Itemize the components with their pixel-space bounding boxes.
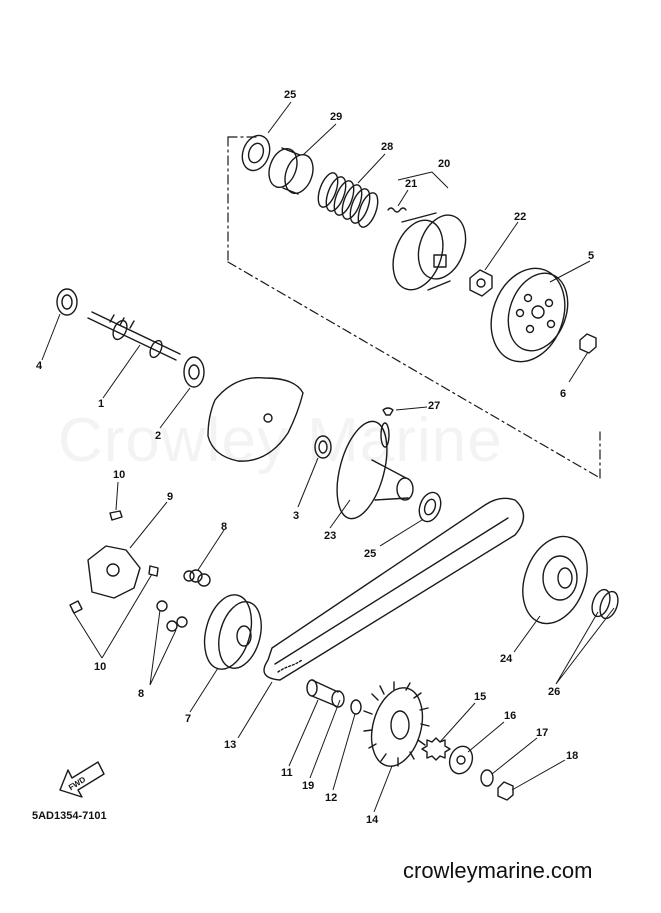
- callout-2: 2: [155, 430, 162, 442]
- part-9-cam: [87, 545, 141, 599]
- part-10-slider: [69, 600, 83, 614]
- callout-25: 25: [284, 89, 297, 101]
- part-25-oil-seal-lower: [418, 491, 442, 523]
- callout-8: 8: [138, 688, 145, 700]
- leader-lines: [41, 101, 615, 813]
- part-15-washer: [421, 737, 451, 761]
- part-8-weights: [156, 569, 211, 632]
- part-1-drive-shaft: [87, 311, 181, 361]
- part-10-slider: [109, 510, 123, 521]
- callout-26: 26: [548, 686, 561, 698]
- part-13-v-belt: [263, 497, 525, 681]
- part-20-clutch-carrier: [392, 212, 467, 291]
- drawing-code: 5AD1354-7101: [32, 810, 107, 822]
- callout-8-top: 8: [221, 521, 228, 533]
- callout-1: 1: [98, 398, 105, 410]
- callout-3: 3: [293, 510, 300, 522]
- part-7-primary-sheave: [203, 594, 262, 670]
- callout-21: 21: [405, 178, 418, 190]
- callout-29: 29: [330, 111, 343, 123]
- part-29-collar: [268, 147, 314, 195]
- callout-6: 6: [560, 388, 567, 400]
- callout-28: 28: [381, 141, 394, 153]
- part-16-one-way-clutch: [448, 745, 474, 775]
- part-21-spring: [387, 207, 407, 213]
- callout-20: 20: [438, 158, 451, 170]
- watermark: Crowley Marine: [58, 405, 503, 476]
- callout-12: 12: [325, 792, 338, 804]
- callout-10: 10: [94, 661, 107, 673]
- callout-23: 23: [324, 530, 337, 542]
- callout-27: 27: [428, 400, 441, 412]
- part-22-nut: [469, 269, 493, 297]
- callout-5: 5: [588, 250, 595, 262]
- callout-24: 24: [500, 653, 513, 665]
- callout-4: 4: [36, 360, 43, 372]
- part-26-plates: [591, 588, 619, 620]
- part-17-washer: [480, 769, 494, 787]
- fwd-arrow-icon: [59, 761, 105, 798]
- part-12-washer: [350, 699, 362, 715]
- callout-10-top: 10: [113, 469, 126, 481]
- part-10-slider: [148, 565, 159, 577]
- callout-13: 13: [224, 739, 237, 751]
- part-23-secondary-sheave: [336, 420, 414, 520]
- callout-25-lower: 25: [364, 548, 377, 560]
- part-14-fan-sheave: [363, 681, 430, 767]
- part-5-clutch-housing: [490, 267, 569, 363]
- site-link[interactable]: crowleymarine.com: [403, 858, 593, 883]
- part-24-driven-pulley: [522, 535, 588, 625]
- callout-22: 22: [514, 211, 527, 223]
- part-11-collar: [306, 679, 345, 708]
- callout-17: 17: [536, 727, 549, 739]
- part-27-pin: [382, 407, 394, 416]
- callout-18: 18: [566, 750, 579, 762]
- callout-19: 19: [302, 780, 315, 792]
- gasket: [207, 376, 304, 462]
- part-2-bearing: [183, 356, 205, 388]
- callout-16: 16: [504, 710, 517, 722]
- part-4-bearing: [56, 288, 78, 316]
- callout-11: 11: [281, 767, 293, 779]
- callout-15: 15: [474, 691, 487, 703]
- callout-7: 7: [185, 713, 192, 725]
- callout-14: 14: [366, 814, 379, 826]
- callout-9: 9: [167, 491, 174, 503]
- part-18-nut: [497, 781, 514, 801]
- part-6-nut: [579, 333, 597, 354]
- part-3-washer: [314, 435, 332, 459]
- part-28-compression-spring: [317, 172, 379, 228]
- part-25-oil-seal: [241, 134, 271, 172]
